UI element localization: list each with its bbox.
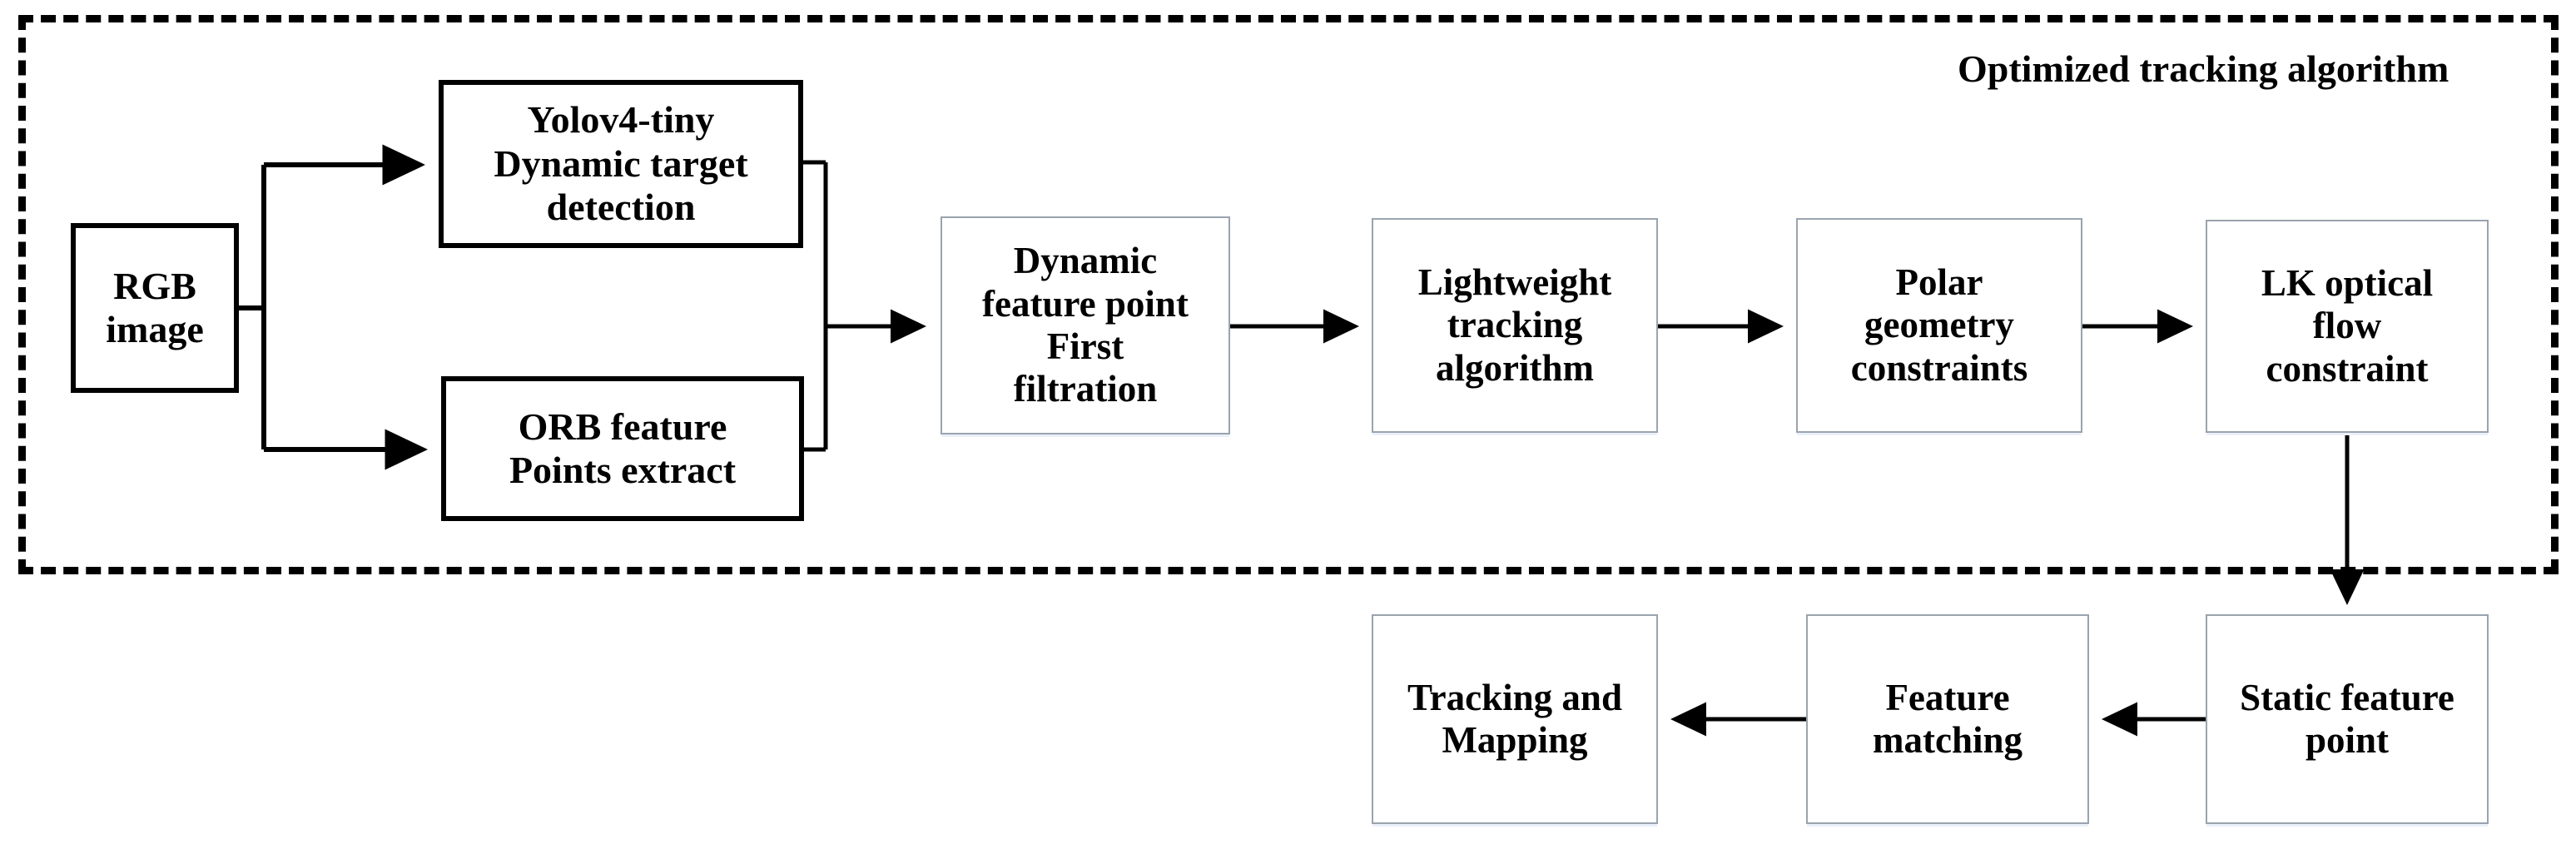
node-label-rgb-image: RGB image <box>106 264 204 350</box>
node-label-orb-feature-points: ORB feature Points extract <box>509 405 737 491</box>
node-label-dynamic-first-filter: Dynamic feature point First filtration <box>982 240 1189 410</box>
node-lk-optical-flow[interactable]: LK optical flow constraint <box>2206 220 2489 433</box>
node-polar-geometry[interactable]: Polar geometry constraints <box>1796 218 2082 433</box>
node-label-lk-optical-flow: LK optical flow constraint <box>2261 262 2434 390</box>
node-static-feature-point[interactable]: Static feature point <box>2206 614 2489 824</box>
node-yolov4-tiny[interactable]: Yolov4-tiny Dynamic target detection <box>439 80 803 248</box>
node-label-lightweight-tracking: Lightweight tracking algorithm <box>1417 261 1612 389</box>
group-title-optimized-tracking-algorithm: Optimized tracking algorithm <box>1958 47 2449 90</box>
node-label-polar-geometry: Polar geometry constraints <box>1850 261 2028 389</box>
node-rgb-image[interactable]: RGB image <box>71 223 239 393</box>
node-label-tracking-and-mapping: Tracking and Mapping <box>1407 676 1622 761</box>
node-label-static-feature-point: Static feature point <box>2240 676 2454 761</box>
node-feature-matching[interactable]: Feature matching <box>1806 614 2089 824</box>
optimized-tracking-algorithm-group-frame <box>18 15 2559 574</box>
node-label-feature-matching: Feature matching <box>1873 676 2023 761</box>
node-orb-feature-points[interactable]: ORB feature Points extract <box>441 376 804 521</box>
node-dynamic-first-filter[interactable]: Dynamic feature point First filtration <box>941 216 1230 434</box>
node-lightweight-tracking[interactable]: Lightweight tracking algorithm <box>1372 218 1658 433</box>
node-label-yolov4-tiny: Yolov4-tiny Dynamic target detection <box>494 98 748 229</box>
node-tracking-and-mapping[interactable]: Tracking and Mapping <box>1372 614 1658 824</box>
